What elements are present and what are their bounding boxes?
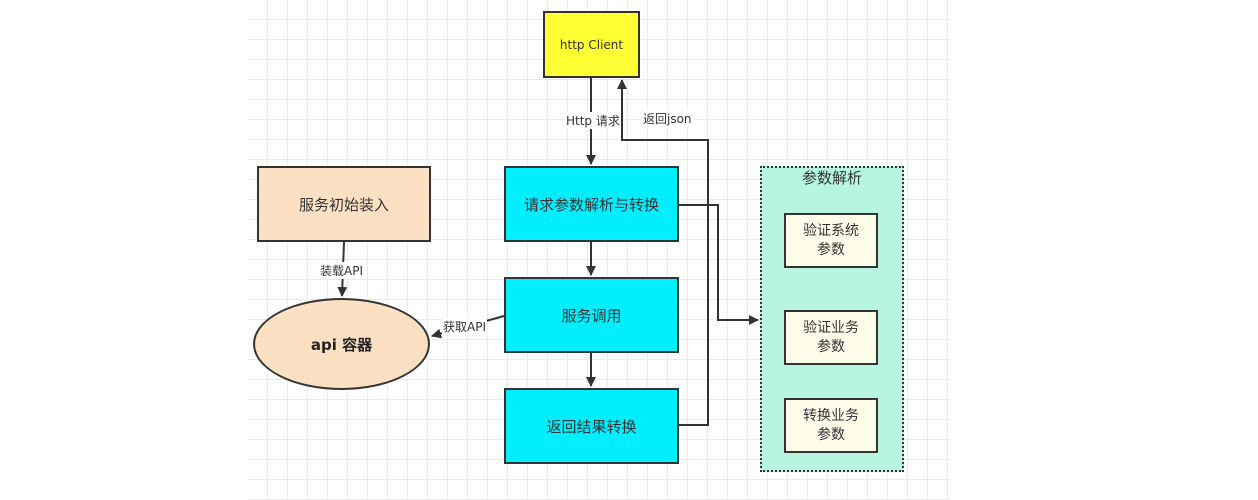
validate-business-params-node: 验证业务 参数 [784,310,878,365]
edge-return-json [617,79,709,426]
api-container-label: api 容器 [310,335,373,354]
validate-system-line1: 验证系统 [803,222,859,239]
edge-label-load-api: 装载API [319,262,364,279]
http-client-node: http Client [543,11,640,78]
convert-business-line2: 参数 [817,426,845,443]
edge-label-get-api: 获取API [442,318,487,335]
edge-parse-to-group [679,204,759,325]
convert-business-params-node: 转换业务 参数 [784,398,878,453]
edge-label-http-request: Http 请求 [565,112,621,129]
validate-business-line2: 参数 [817,338,845,355]
api-container-node: api 容器 [253,298,430,390]
service-init-node: 服务初始装入 [257,166,431,242]
request-parse-node: 请求参数解析与转换 [504,166,679,242]
service-init-label: 服务初始装入 [298,195,389,214]
return-convert-label: 返回结果转换 [546,417,637,436]
request-parse-label: 请求参数解析与转换 [523,195,659,214]
validate-system-line2: 参数 [817,241,845,258]
validate-business-line1: 验证业务 [803,319,859,336]
param-parse-group-title: 参数解析 [801,168,862,187]
service-call-node: 服务调用 [504,277,679,353]
service-call-label: 服务调用 [561,306,622,325]
return-convert-node: 返回结果转换 [504,388,679,464]
validate-system-params-node: 验证系统 参数 [784,213,878,268]
http-client-label: http Client [559,37,624,52]
edge-label-return-json: 返回json [642,110,693,127]
convert-business-line1: 转换业务 [803,407,859,424]
